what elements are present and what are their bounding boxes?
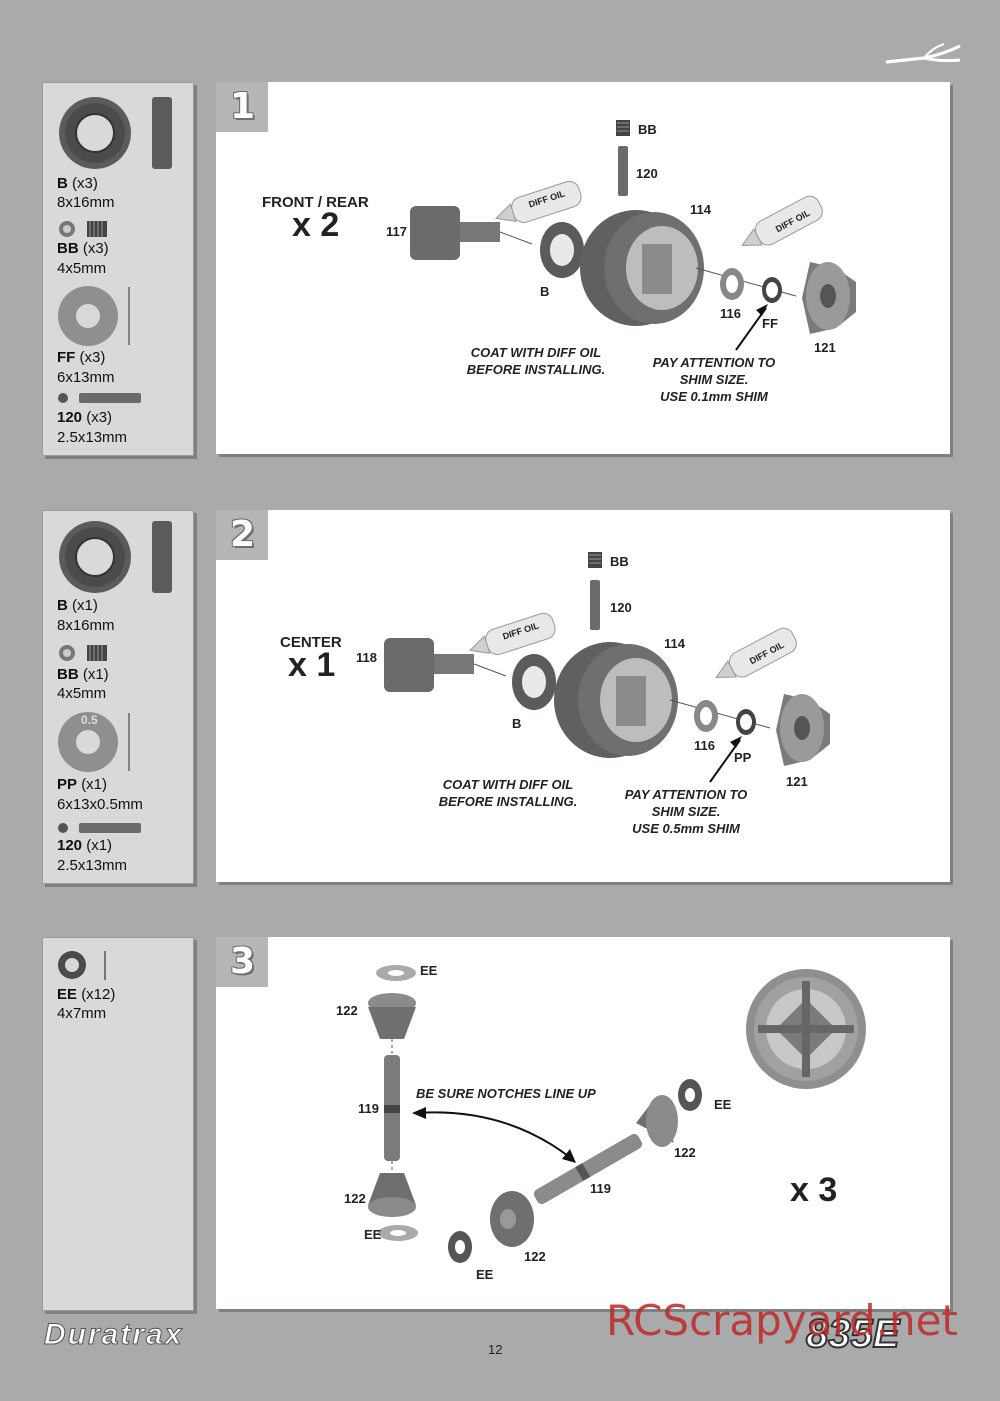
step-number: 2 bbox=[216, 510, 270, 562]
pin-icon bbox=[58, 823, 141, 833]
part-name: B (x1) bbox=[57, 597, 98, 614]
part-name: PP (x1) bbox=[57, 776, 108, 793]
multiplier: x 3 bbox=[790, 1171, 838, 1209]
part-size: 8x16mm bbox=[57, 617, 115, 634]
step-number: 1 bbox=[216, 82, 270, 134]
label-121: 121 bbox=[786, 774, 808, 789]
part-name: 120 (x1) bbox=[57, 837, 113, 854]
gear-assembly-illustration bbox=[368, 965, 866, 1263]
label-b: B bbox=[540, 284, 550, 299]
label-ee: EE bbox=[420, 963, 438, 978]
label-122: 122 bbox=[336, 1003, 358, 1018]
washer-icon bbox=[58, 951, 106, 980]
label-bb: BB bbox=[638, 122, 657, 137]
step-3-panel: 3 x 3 bbox=[216, 937, 950, 1309]
parts-sidebar-step-1: B (x3) 8x16mm BB (x3) 4x5mm FF (x3) 6x13… bbox=[42, 82, 194, 456]
parts-sidebar-step-2: B (x1) 8x16mm BB (x1) 4x5mm 0.5 PP (x1) … bbox=[42, 510, 194, 884]
part-name: B (x3) bbox=[57, 175, 98, 192]
multiplier: x 1 bbox=[288, 646, 336, 684]
label-118: 118 bbox=[356, 650, 377, 665]
shim-thickness-mark: 0.5 bbox=[81, 713, 98, 727]
part-name: 120 (x3) bbox=[57, 409, 113, 426]
part-size: 2.5x13mm bbox=[57, 429, 128, 446]
multiplier-title: CENTER bbox=[280, 634, 342, 651]
part-size: 6x13mm bbox=[57, 369, 115, 386]
label-120: 120 bbox=[610, 600, 632, 615]
label-pp: PP bbox=[734, 750, 752, 765]
label-ee: EE bbox=[476, 1267, 494, 1282]
bearing-icon bbox=[59, 97, 172, 169]
multiplier-title: FRONT / REAR bbox=[262, 194, 369, 211]
bearing-icon bbox=[59, 521, 172, 593]
part-name: FF (x3) bbox=[57, 349, 106, 366]
page-number: 12 bbox=[488, 1342, 503, 1357]
shim-icon bbox=[58, 712, 130, 772]
label-119: 119 bbox=[358, 1101, 379, 1116]
label-120: 120 bbox=[636, 166, 658, 181]
step-1-panel: 1 FRONT / REAR x 2 bbox=[216, 82, 950, 454]
part-size: 8x16mm bbox=[57, 194, 115, 211]
set-screw-icon bbox=[59, 221, 107, 237]
label-114: 114 bbox=[664, 636, 685, 651]
part-name: EE (x12) bbox=[57, 986, 116, 1003]
label-116: 116 bbox=[720, 306, 741, 321]
part-size: 2.5x13mm bbox=[57, 857, 128, 874]
step-2-panel: 2 CENTER x 1 BB 120 114 bbox=[216, 510, 950, 882]
label-119: 119 bbox=[590, 1181, 611, 1196]
shim-icon bbox=[58, 286, 130, 346]
label-122: 122 bbox=[524, 1249, 546, 1264]
label-121: 121 bbox=[814, 340, 836, 355]
part-size: 4x7mm bbox=[57, 1005, 107, 1022]
watermark: RCScrapyard.net bbox=[606, 1296, 958, 1345]
parts-sidebar-step-3: EE (x12) 4x7mm bbox=[42, 937, 194, 1311]
label-122: 122 bbox=[344, 1191, 366, 1206]
label-114: 114 bbox=[690, 202, 711, 217]
multiplier: x 2 bbox=[292, 206, 340, 244]
label-122: 122 bbox=[674, 1145, 696, 1160]
part-size: 4x5mm bbox=[57, 260, 107, 277]
step-number: 3 bbox=[216, 937, 270, 989]
set-screw-icon bbox=[59, 645, 107, 661]
label-ff: FF bbox=[762, 316, 778, 331]
diff-assembly-illustration bbox=[384, 552, 830, 783]
label-116: 116 bbox=[694, 738, 715, 753]
label-ee: EE bbox=[714, 1097, 732, 1112]
diff-assembly-illustration bbox=[410, 120, 856, 351]
part-size: 4x5mm bbox=[57, 685, 107, 702]
part-name: BB (x1) bbox=[57, 666, 109, 683]
brand-logo: Duratrax bbox=[43, 1318, 184, 1352]
label-b: B bbox=[512, 716, 522, 731]
label-117: 117 bbox=[386, 224, 407, 239]
note-notches: BE SURE NOTCHES LINE UP bbox=[416, 1086, 596, 1101]
label-ee: EE bbox=[364, 1227, 382, 1242]
part-name: BB (x3) bbox=[57, 240, 109, 257]
model-logo: 835E bbox=[805, 1311, 900, 1357]
pin-icon bbox=[58, 393, 141, 403]
part-size: 6x13x0.5mm bbox=[57, 796, 143, 813]
label-bb: BB bbox=[610, 554, 629, 569]
pliers-icon bbox=[885, 43, 961, 64]
